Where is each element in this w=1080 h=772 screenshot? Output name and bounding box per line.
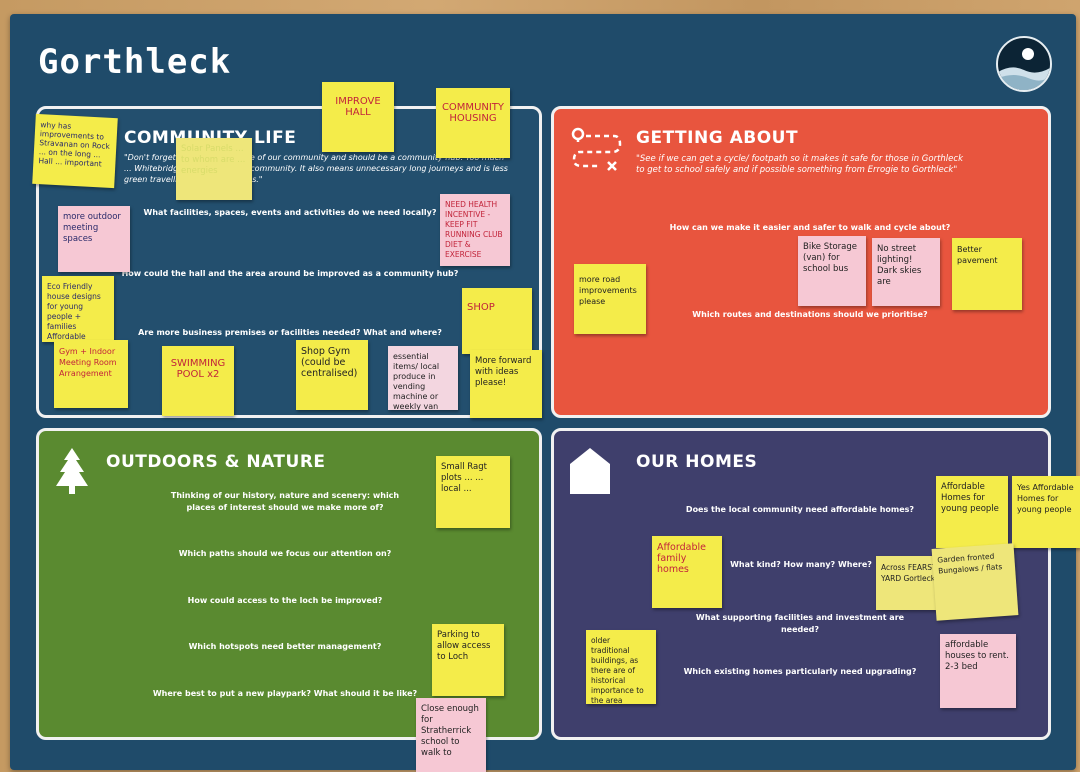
outdoors-question-3: How could access to the loch be improved…: [187, 596, 383, 605]
sticky-note-solar-panels: Solar Panels ... to whom are ... energie…: [176, 138, 252, 200]
getting-question-1: How can we make it easier and safer to w…: [669, 223, 951, 232]
sticky-note-close-school: Close enough for Stratherrick school to …: [416, 698, 486, 772]
homes-question-2: What kind? How many? Where?: [730, 560, 872, 569]
sticky-note-street-lighting: No street lighting! Dark skies are: [872, 238, 940, 306]
route-map-icon: [570, 126, 622, 178]
community-question-2: How could the hall and the area around b…: [121, 269, 459, 278]
sticky-note-community-housing: COMMUNITY HOUSING: [436, 88, 510, 158]
outdoors-question-5: Where best to put a new playpark? What s…: [152, 689, 418, 698]
getting-about-heading: GETTING ABOUT: [636, 128, 799, 148]
sticky-note-gym: Gym + Indoor Meeting Room Arrangement: [54, 340, 128, 408]
getting-quote: "See if we can get a cycle/ footpath so …: [636, 154, 963, 175]
getting-question-2: Which routes and destinations should we …: [692, 310, 928, 319]
homes-question-4: Which existing homes particularly need u…: [683, 667, 917, 676]
sticky-note-eco-houses: Eco Friendly house designs for young peo…: [42, 276, 114, 342]
sticky-note-essential-items: essential items/ local produce in vendin…: [388, 346, 458, 410]
sticky-note-garden-bungalows: Garden fronted Bungalows / flats: [931, 543, 1019, 621]
sticky-note-swimming-pool: SWIMMING POOL x2: [162, 346, 234, 416]
outdoors-nature-heading: OUTDOORS & NATURE: [106, 452, 326, 472]
community-question-3: Are more business premises or facilities…: [138, 328, 442, 337]
sticky-note-affordable-rent: affordable houses to rent. 2-3 bed: [940, 634, 1016, 708]
sticky-note-improve-hall: IMPROVE HALL: [322, 82, 394, 152]
house-icon: [568, 444, 612, 500]
sticky-note-health-incentive: NEED HEALTH INCENTIVE - KEEP FIT RUNNING…: [440, 194, 510, 266]
sticky-note-yes-affordable: Yes Affordable Homes for young people: [1012, 476, 1080, 548]
sticky-note-older-buildings: older traditional buildings, as there ar…: [586, 630, 656, 704]
sticky-note-bike-storage: Bike Storage (van) for school bus: [798, 236, 866, 306]
sticky-note-affordable-young: Affordable Homes for young people: [936, 476, 1008, 548]
sticky-note-hall-improvements: why has improvements to Stravanan on Roc…: [32, 113, 118, 189]
sticky-note-across-yard: Across FEARST YARD Gortleck: [876, 556, 942, 610]
sticky-note-shop: SHOP: [462, 288, 532, 354]
community-question-1: What facilities, spaces, events and acti…: [143, 208, 437, 217]
sticky-note-shop-gym: Shop Gym (could be centralised): [296, 340, 368, 410]
outdoors-question-4: Which hotspots need better management?: [188, 642, 382, 651]
sticky-note-affordable-family: Affordable family homes: [652, 536, 722, 608]
sticky-note-outdoor-meeting: more outdoor meeting spaces: [58, 206, 130, 272]
moon-logo-icon: [996, 36, 1052, 92]
our-homes-heading: OUR HOMES: [636, 452, 758, 472]
outdoors-question-1: Thinking of our history, nature and scen…: [170, 491, 400, 512]
sticky-note-small-plots: Small Ragt plots ... ... local ...: [436, 456, 510, 528]
sticky-note-road-improvements: more road improvements please: [574, 264, 646, 334]
outdoors-question-2: Which paths should we focus our attentio…: [178, 549, 392, 558]
board-title: Gorthleck: [38, 42, 232, 82]
sticky-note-parking-loch: Parking to allow access to Loch: [432, 624, 504, 696]
sticky-note-move-forward: More forward with ideas please!: [470, 350, 542, 418]
tree-icon: [52, 446, 92, 502]
homes-question-1: Does the local community need affordable…: [685, 505, 915, 514]
homes-question-3: What supporting facilities and investmen…: [695, 613, 905, 634]
sticky-note-better-pavement: Better pavement: [952, 238, 1022, 310]
